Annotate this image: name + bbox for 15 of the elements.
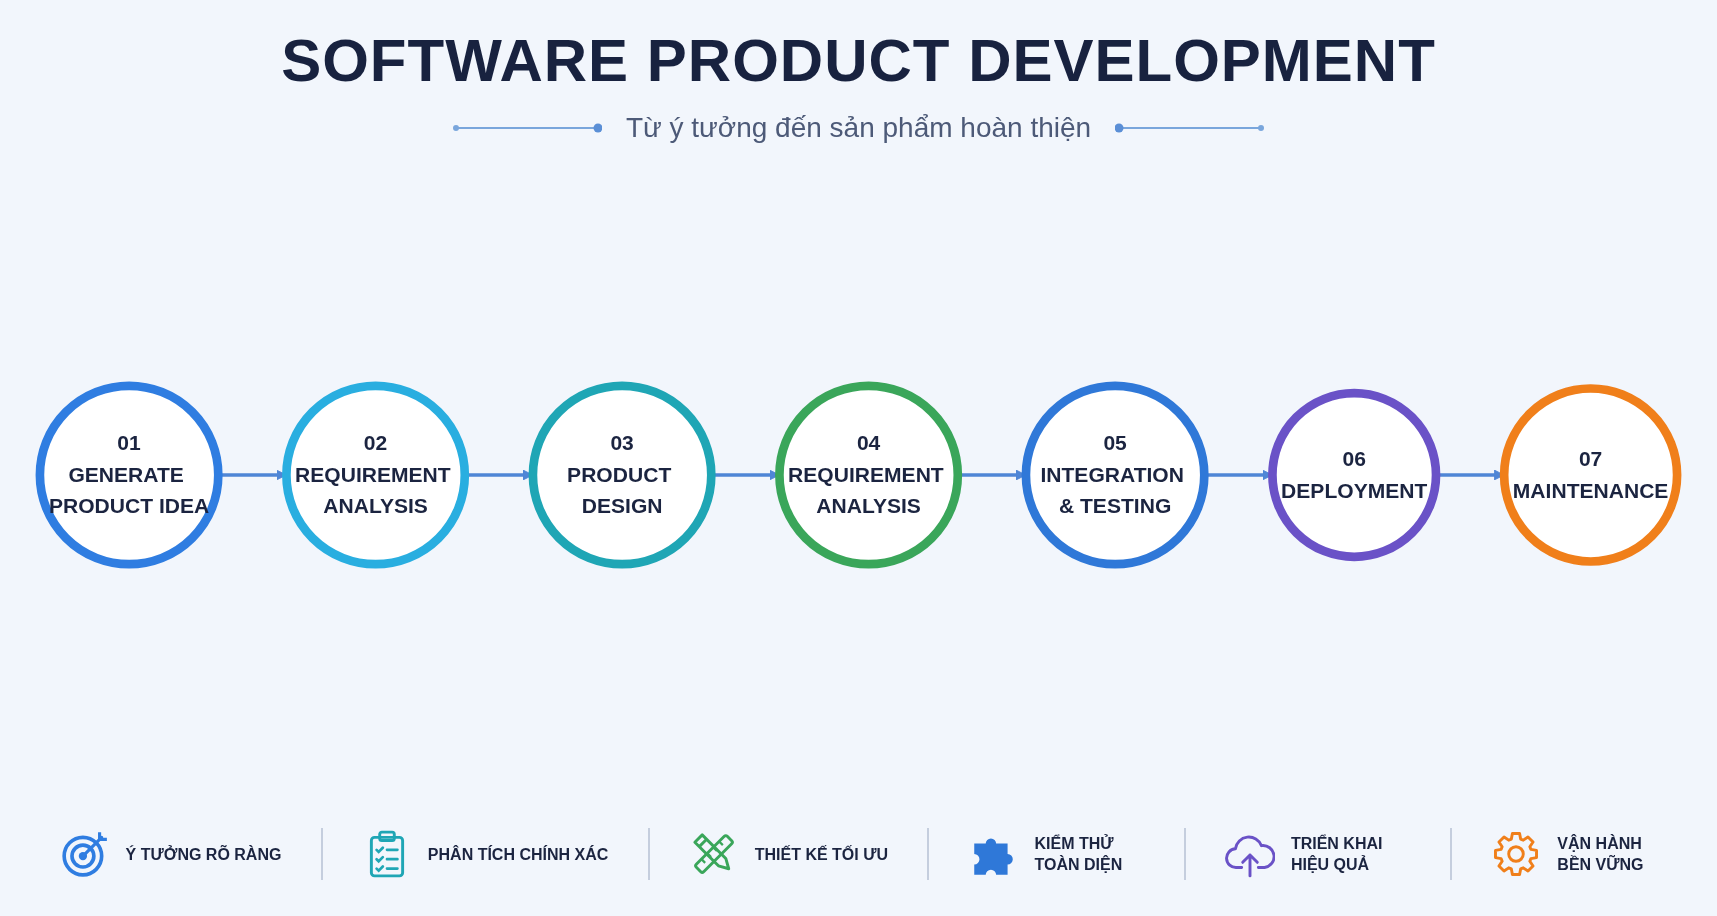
node-circle: 04 REQUIREMENT ANALYSIS bbox=[775, 381, 963, 569]
feature-label: THIẾT KẾ TỐI ƯU bbox=[754, 844, 889, 865]
node-circle: 01 GENERATE PRODUCT IDEA bbox=[35, 381, 223, 569]
feature-label: PHÂN TÍCH CHÍNH XÁC bbox=[427, 844, 609, 865]
node-circle: 03 PRODUCT DESIGN bbox=[528, 381, 716, 569]
node-circle: 06 DEPLOYMENT bbox=[1268, 388, 1441, 562]
feature-label: TRIỂN KHAI HIỆU QUẢ bbox=[1290, 833, 1384, 875]
node-circle: 02 REQUIREMENT ANALYSIS bbox=[282, 381, 470, 569]
node-circle: 07 MAINTENANCE bbox=[1499, 384, 1682, 566]
feature-label: KIỂM THỬ TOÀN DIỆN bbox=[1034, 833, 1124, 875]
node-circle: 05 INTEGRATION & TESTING bbox=[1021, 381, 1209, 569]
title: SOFTWARE PRODUCT DEVELOPMENT bbox=[281, 27, 1436, 94]
feature-label: Ý TƯỞNG RÕ RÀNG bbox=[125, 844, 282, 865]
feature-label: VẬN HÀNH BỀN VỮNG bbox=[1557, 833, 1645, 875]
subtitle: Từ ý tưởng đến sản phẩm hoàn thiện bbox=[625, 112, 1092, 144]
